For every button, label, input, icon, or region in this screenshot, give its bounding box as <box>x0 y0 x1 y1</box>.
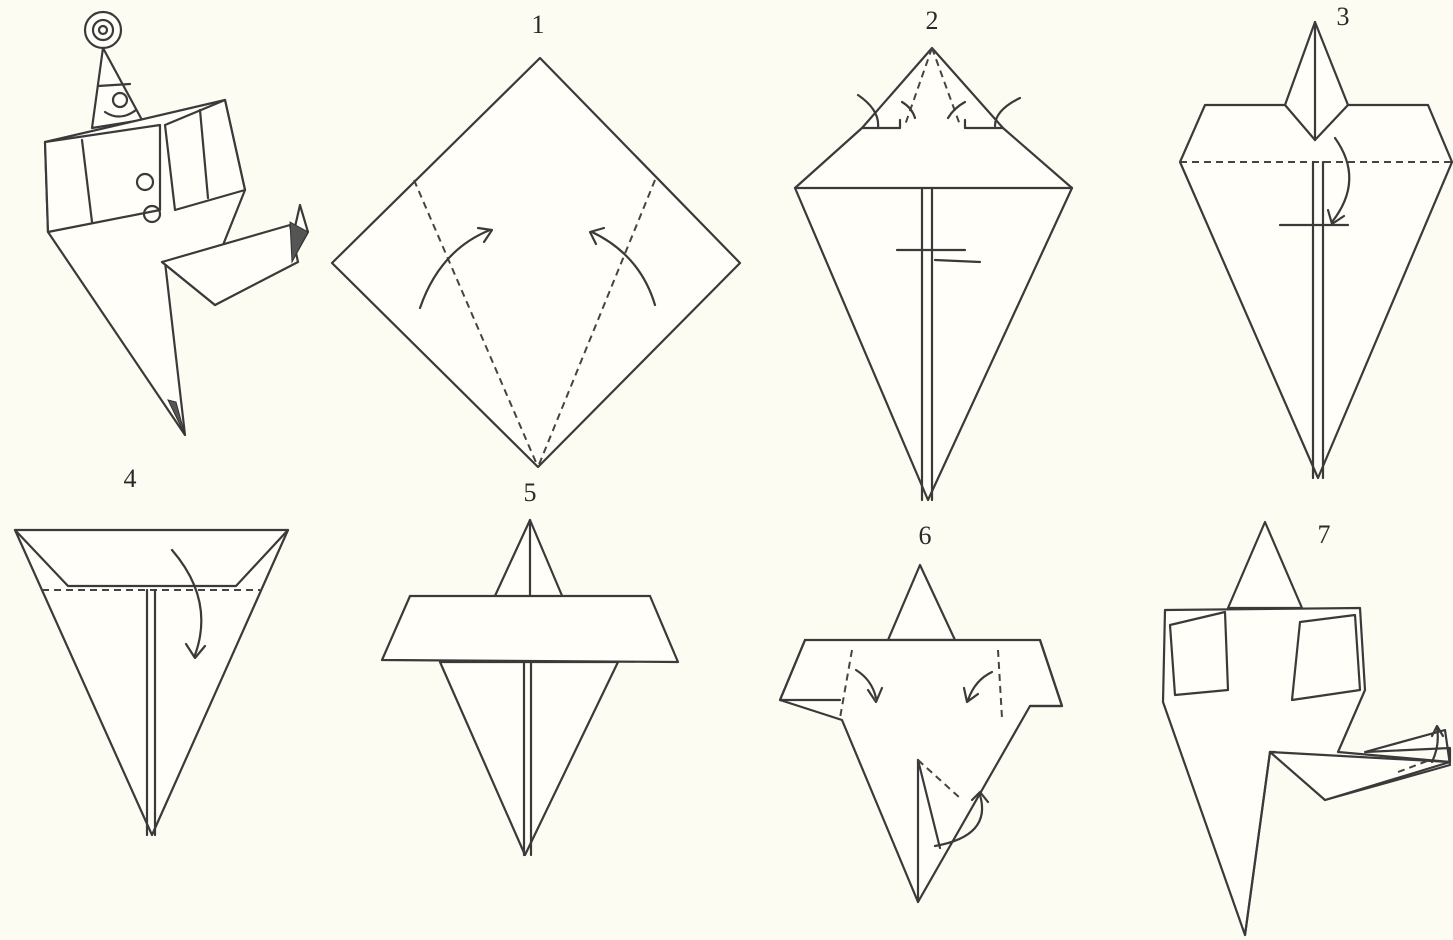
step-number-7: 7 <box>1318 520 1331 550</box>
step-number-2: 2 <box>926 6 939 36</box>
step-3-figure <box>1180 22 1452 478</box>
finished-clown-figure <box>45 12 308 435</box>
step-6-figure <box>780 565 1062 902</box>
step-2-figure <box>795 48 1072 500</box>
pompom-icon <box>85 12 121 48</box>
step-1-figure <box>332 58 740 467</box>
step-4-figure <box>15 530 288 835</box>
step-number-6: 6 <box>919 521 932 551</box>
step-number-4: 4 <box>124 464 137 494</box>
step-number-1: 1 <box>532 10 545 40</box>
step-number-3: 3 <box>1337 2 1350 32</box>
step-5-figure <box>382 520 678 855</box>
step-number-5: 5 <box>524 478 537 508</box>
step-7-figure <box>1163 522 1450 935</box>
